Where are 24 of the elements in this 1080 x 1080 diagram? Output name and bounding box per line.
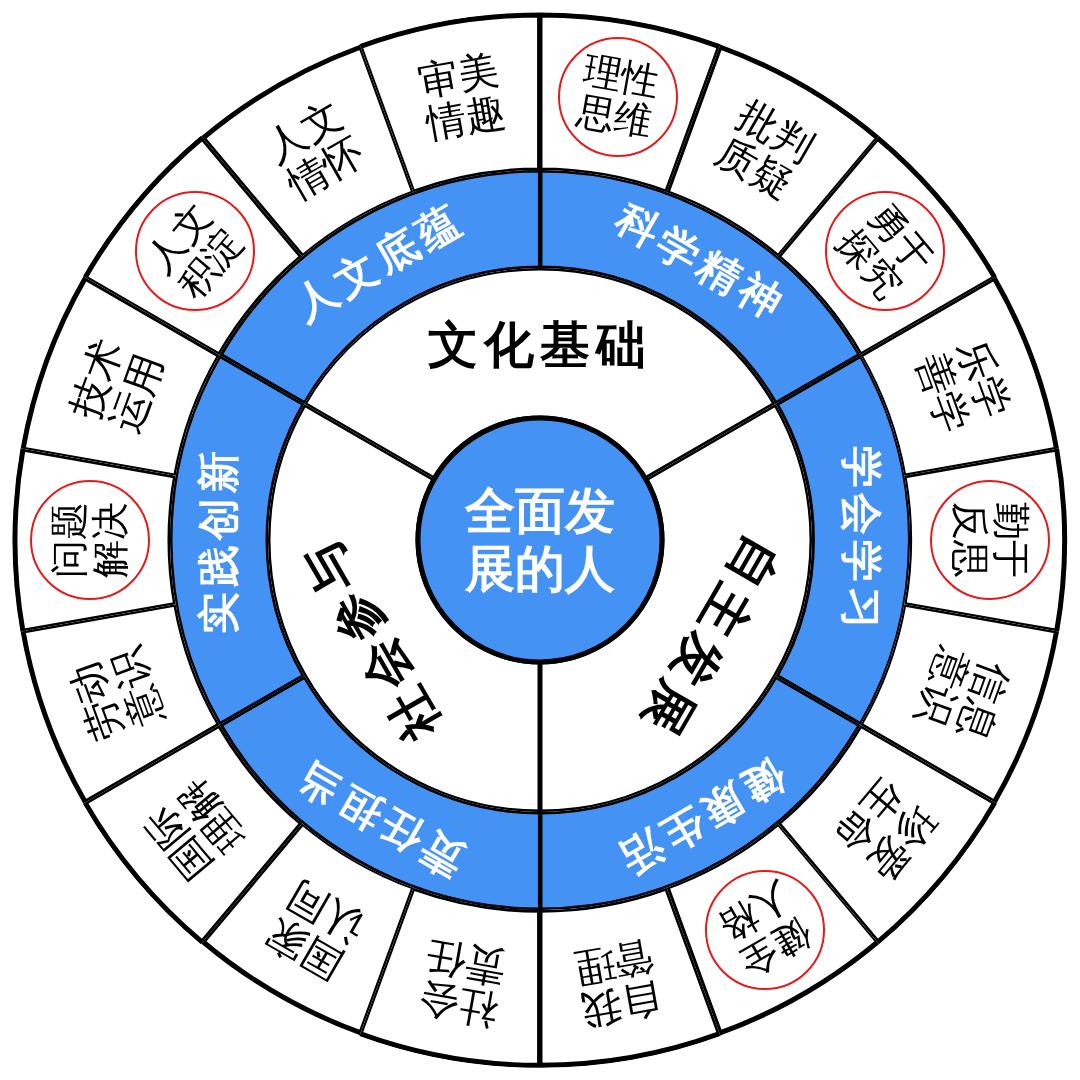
segment-label: 人文积淀 [138, 194, 252, 307]
segment-label: 审美情趣 [413, 47, 510, 147]
segment-label: 乐学善学 [908, 332, 1018, 440]
segment-label: 健全人格 [710, 874, 820, 985]
segment-label: 问题解决 [48, 501, 132, 579]
segment-label: 信息意识 [908, 640, 1018, 748]
segment-label: 国际理解 [135, 770, 255, 889]
segment-label: 理性思维 [572, 49, 664, 144]
segment-label: 人文情怀 [257, 92, 373, 209]
segment-label: 劳动意识 [62, 640, 172, 748]
segment-label: 自我管理 [570, 933, 666, 1033]
segment-label: 勇于探究 [828, 194, 942, 307]
segment-label: 国家认同 [257, 871, 373, 988]
segment-label: 文化基础 [428, 314, 652, 376]
segment-label: 勤于反思 [948, 501, 1031, 579]
segment-label: 批判质疑 [707, 92, 823, 209]
segment-label: 实践创新 [193, 446, 244, 634]
segment-label: 学会学习 [836, 446, 887, 634]
segment-label: 社会责任 [413, 933, 510, 1033]
segment-label: 珍爱生命 [825, 770, 945, 889]
segment-label: 自主发展 [627, 525, 792, 752]
segment-label: 全面发展的人 [463, 482, 616, 598]
segment-label: 技术运用 [62, 332, 172, 440]
segment-label: 社会参与 [288, 525, 453, 752]
